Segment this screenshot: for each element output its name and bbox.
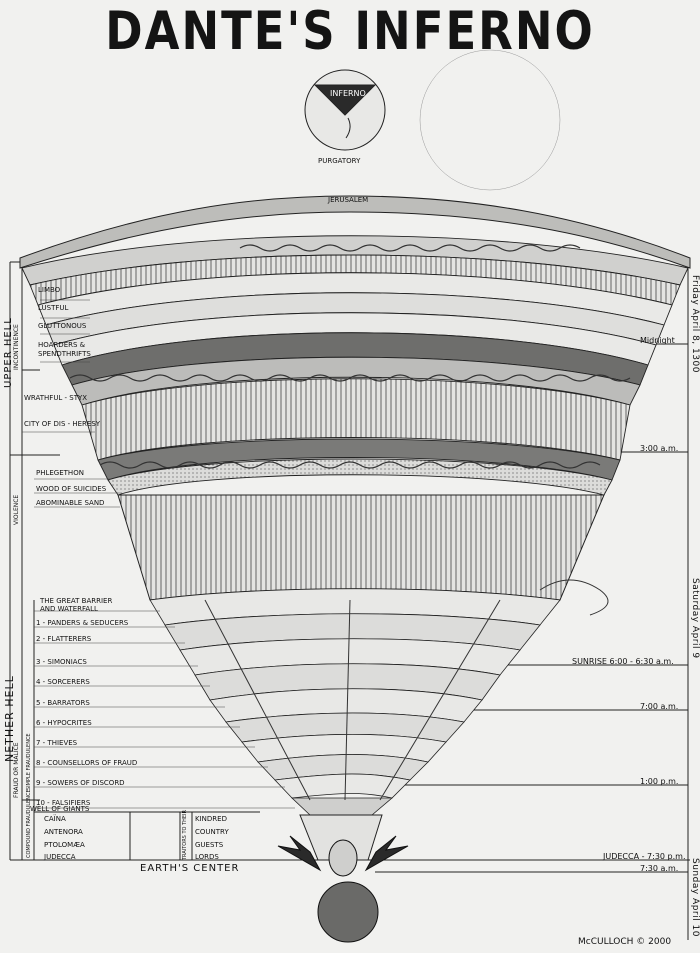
fraud-label: FRAUD OR MALICE	[13, 742, 20, 798]
earth-center-label: EARTH'S CENTER	[140, 863, 240, 874]
traitor-target: COUNTRY	[195, 828, 229, 836]
malebolge	[149, 588, 561, 816]
lustful-label: LUSTFUL	[38, 304, 69, 312]
bolgia-label: 9 - SOWERS OF DISCORD	[36, 779, 125, 787]
earth-surface	[19, 195, 691, 269]
traitor-target: GUESTS	[195, 841, 224, 849]
poster-title: DANTE'S INFERNO	[105, 0, 595, 62]
bolgia-label: 6 - HYPOCRITES	[36, 719, 92, 727]
signature: McCULLOCH © 2000	[578, 937, 672, 947]
time-judecca: JUDECCA - 7:30 p.m.	[603, 852, 686, 861]
cocytus-round: JUDECCA	[44, 853, 76, 861]
great-cliff	[117, 494, 605, 601]
time-sunrise: SUNRISE 6:00 - 6:30 a.m.	[572, 657, 674, 666]
violence-label: VIOLENCE	[13, 494, 20, 525]
traitors-label: TRAITORS TO THEIR	[182, 810, 188, 860]
barrier-label-2: AND WATERFALL	[40, 605, 98, 613]
ridges	[204, 599, 501, 801]
bolgia-label: 3 - SIMONIACS	[36, 658, 87, 666]
cocytus-ice	[299, 814, 383, 861]
bolgia-label: 1 - PANDERS & SEDUCERS	[36, 619, 129, 627]
limbo-label: LIMBO	[38, 286, 61, 294]
phlegethon-label: PHLEGETHON	[36, 469, 84, 477]
sea-serpent	[539, 579, 609, 616]
hoarders-label: HOARDERS &	[38, 341, 86, 349]
city-of-dis-label: CITY OF DIS - HERESY	[24, 420, 101, 428]
left-frame	[9, 261, 690, 861]
day-sunday: Sunday April 10	[690, 858, 700, 937]
bolgia-label: 10 - FALSIFIERS	[36, 799, 91, 807]
traitor-target: KINDRED	[195, 815, 227, 823]
halo	[419, 49, 561, 191]
lucifer	[277, 835, 409, 943]
upper-terraces	[21, 235, 689, 496]
cocytus-round: ANTENORA	[44, 828, 83, 836]
bolgia-label: 2 - FLATTERERS	[36, 635, 92, 643]
rivers	[69, 244, 631, 469]
inferno-label: INFERNO	[330, 89, 366, 98]
cocytus-round: CAÏNA	[44, 815, 66, 823]
time-730am: 7:30 a.m.	[640, 864, 679, 873]
cocytus-round: PTOLOMÆA	[44, 841, 85, 849]
label-lines	[22, 299, 295, 809]
jerusalem-label: JERUSALEM	[328, 196, 369, 204]
bolgia-label: 7 - THIEVES	[36, 739, 78, 747]
sand-label: ABOMINABLE SAND	[36, 499, 105, 507]
day-saturday: Saturday April 9	[690, 578, 700, 659]
incontinence-label: INCONTINENCE	[13, 324, 20, 370]
bolgia-label: 5 - BARRATORS	[36, 699, 90, 707]
spendthrifts-label: SPENDTHRIFTS	[38, 350, 91, 358]
simple-fraud-label: SIMPLE FRAUDULENCE	[26, 733, 32, 790]
time-7am: 7:00 a.m.	[640, 702, 679, 711]
wood-label: WOOD OF SUICIDES	[36, 485, 107, 493]
bolgia-label: 8 - COUNSELLORS OF FRAUD	[36, 759, 138, 767]
purgatory-label: PURGATORY	[318, 157, 361, 165]
gluttonous-label: GLUTTONOUS	[38, 322, 87, 330]
day-friday: Friday April 8, 1300	[690, 275, 700, 373]
well-label: WELL OF GIANTS	[30, 805, 90, 813]
time-midnight: Midnight	[640, 336, 675, 345]
bolgia-label: 4 - SORCERERS	[36, 678, 90, 686]
globe	[304, 69, 386, 151]
compound-fraud-label: COMPOUND FRAUDULENCE	[26, 789, 32, 858]
barrier-label-1: THE GREAT BARRIER	[40, 597, 113, 605]
time-1pm: 1:00 p.m.	[640, 777, 679, 786]
wrathful-label: WRATHFUL - STYX	[24, 394, 88, 402]
traitor-target: LORDS	[195, 853, 219, 861]
time-3am: 3:00 a.m.	[640, 444, 679, 453]
